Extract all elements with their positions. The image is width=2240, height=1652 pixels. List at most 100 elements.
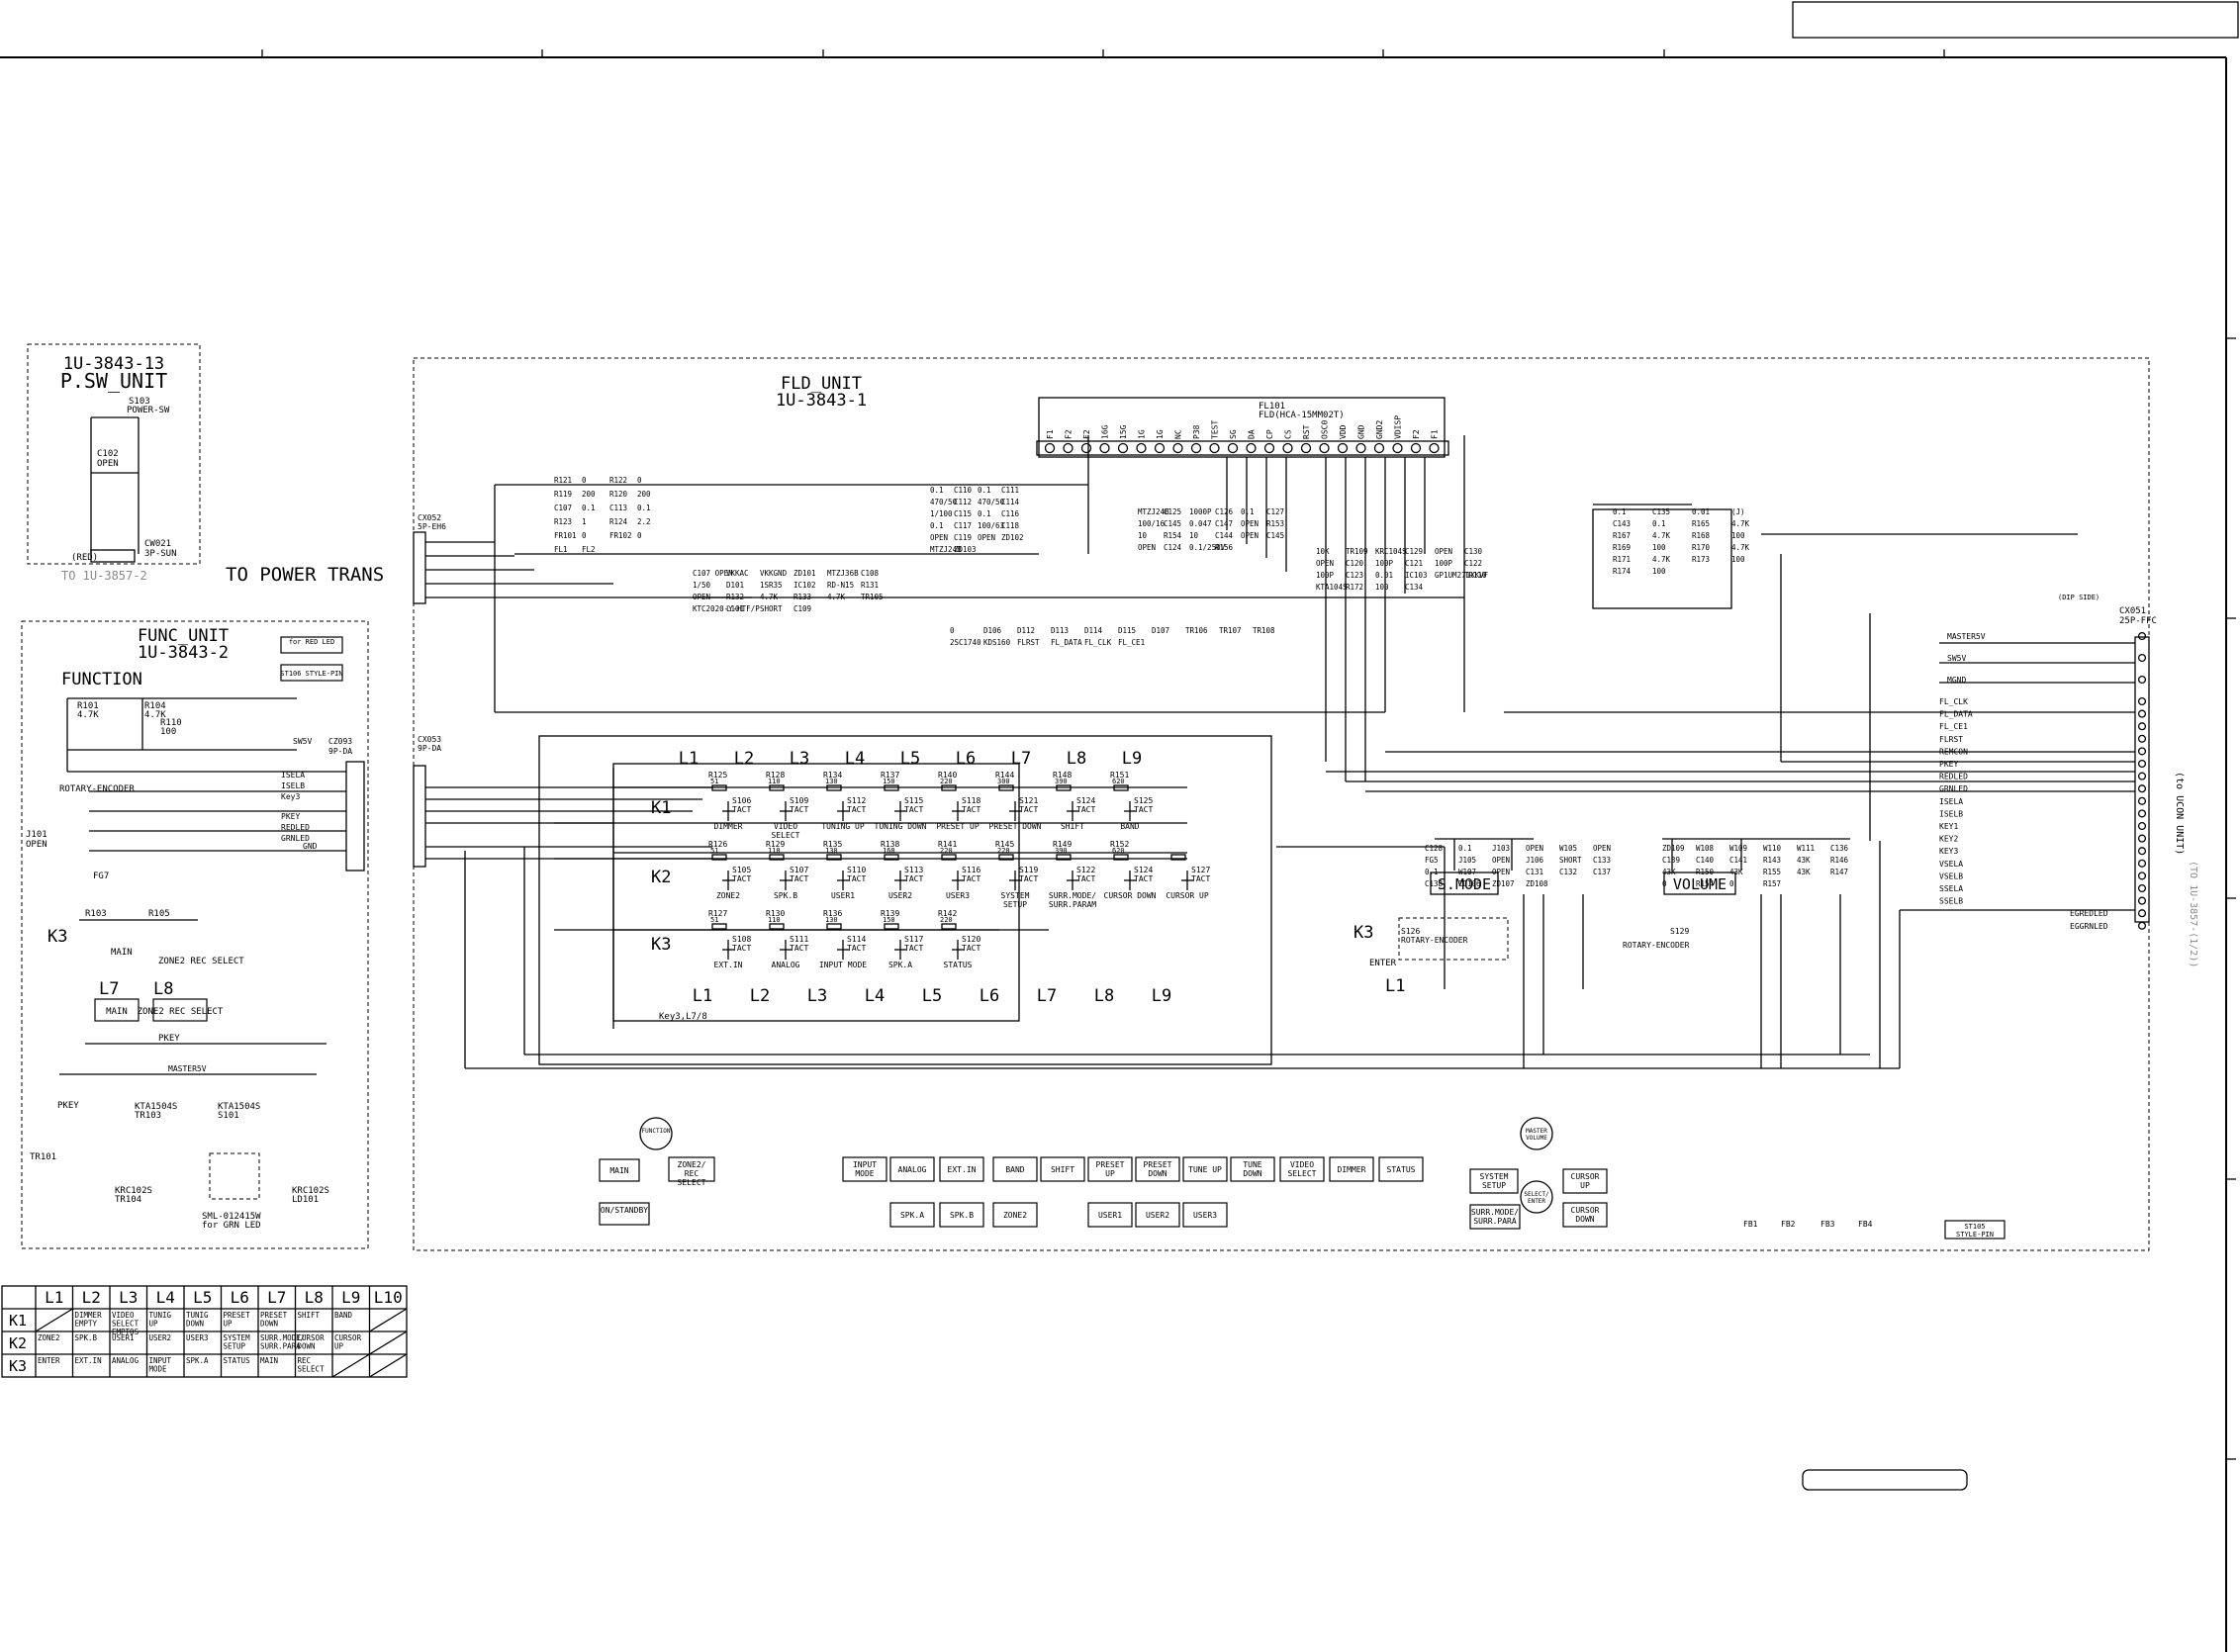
svg-text:for GRN LED: for GRN LED: [202, 1221, 261, 1231]
matrix-cell: STATUS: [224, 1356, 251, 1365]
switch-function: SPK.B: [774, 891, 797, 900]
fl-pin-label: TEST: [1211, 420, 1220, 439]
fl-pin-label: VDD: [1339, 424, 1348, 439]
panel-button: [1279, 1156, 1325, 1182]
part-label: R154: [1696, 879, 1715, 888]
resistor-label: R144: [995, 771, 1014, 780]
part-label: R131: [861, 581, 879, 590]
part-label: FR101: [554, 531, 577, 540]
part-label: FL1: [554, 545, 568, 554]
part-label: 4.7K: [1652, 555, 1671, 564]
svg-text:5P-EH6: 5P-EH6: [418, 522, 446, 531]
signal-label: SW5V: [1947, 654, 1966, 663]
signal-label: REMCON: [1939, 747, 1968, 756]
part-label: ZD107: [1492, 879, 1515, 888]
part-label: 1SR35: [760, 581, 783, 590]
wiring: [425, 435, 2135, 1069]
part-label: C126: [1215, 507, 1234, 516]
column-label-top: L1: [679, 749, 699, 769]
part-label: 4.7K: [1652, 531, 1671, 540]
signal-label: SSELB: [1939, 897, 1963, 906]
part-label: FL2: [582, 545, 596, 554]
resistor-value: 390: [1055, 847, 1068, 855]
part-label: 0: [637, 476, 642, 485]
resistor-value: 130: [825, 916, 838, 924]
column-label-bottom: L2: [750, 986, 770, 1006]
part-label: 1/100: [930, 509, 953, 518]
part-label: 0.1: [637, 504, 651, 512]
svg-text:ZONE2 REC SELECT: ZONE2 REC SELECT: [138, 1007, 224, 1017]
matrix-col-header: L10: [374, 1288, 403, 1307]
part-label: D113: [1051, 626, 1069, 635]
switch-type: TACT: [1076, 874, 1095, 883]
part-label: MTZJ24B: [930, 545, 962, 554]
panel-button: [842, 1156, 887, 1182]
part-label: RD-N15: [827, 581, 854, 590]
fl-pin-label: CP: [1265, 429, 1274, 439]
part-label: 1: [582, 517, 587, 526]
signal-label: EGREDLED: [2070, 909, 2108, 918]
switch-label: S107: [790, 866, 808, 874]
switch-type: TACT: [732, 944, 751, 953]
switch-type: TACT: [1191, 874, 1210, 883]
part-label: C139: [1662, 856, 1680, 865]
fl-pin-label: 16G: [1101, 424, 1110, 439]
svg-text:FL101: FL101: [1259, 402, 1285, 412]
svg-text:TO POWER TRANS: TO POWER TRANS: [226, 564, 384, 586]
part-label: C107 OPEN: [693, 569, 733, 578]
resistor-value: 220: [997, 847, 1010, 855]
part-label: 10: [1189, 531, 1199, 540]
part-label: 4.7K: [1731, 543, 1750, 552]
panel-button: [1230, 1156, 1275, 1182]
part-label: IC103: [1405, 571, 1428, 580]
part-label: 470/50: [978, 498, 1005, 506]
switch-type: TACT: [904, 944, 923, 953]
part-label: 0.047: [1189, 519, 1212, 528]
switch-label: S113: [904, 866, 923, 874]
part-label: C116: [1001, 509, 1020, 518]
part-label: C110: [954, 486, 973, 495]
part-label: R124: [609, 517, 628, 526]
part-label: MTZJ36B: [827, 569, 859, 578]
part-label: OPEN: [1593, 844, 1611, 853]
key-line-label: Key3,L7/8: [659, 1012, 707, 1022]
panel-button-label: USER2: [1146, 1211, 1169, 1220]
part-label: MTZJ24B: [1138, 507, 1169, 516]
column-label-bottom: L9: [1152, 986, 1171, 1006]
matrix-col-header: L2: [82, 1288, 101, 1307]
matrix-col-header: L6: [231, 1288, 249, 1307]
part-label: OPEN: [1241, 519, 1259, 528]
fb-label: FB1: [1743, 1220, 1758, 1229]
svg-text:3P-SUN: 3P-SUN: [144, 549, 177, 559]
switch-label: S110: [847, 866, 866, 874]
svg-text:K3: K3: [47, 927, 67, 947]
part-label: 0.1: [1613, 507, 1627, 516]
panel-button: [939, 1156, 984, 1182]
fl-pin-label: F2: [1412, 429, 1421, 439]
panel-button-label: BAND: [1005, 1165, 1024, 1174]
column-label-top: L3: [790, 749, 809, 769]
svg-text:R101: R101: [77, 701, 99, 711]
svg-text:SW5V: SW5V: [293, 737, 312, 746]
part-label: 100: [1652, 543, 1666, 552]
part-label: 0.01: [1692, 507, 1710, 516]
switch-function: BAND: [1120, 822, 1139, 831]
part-label: SHORT: [1559, 856, 1582, 865]
panel-button-label: MAIN: [609, 1166, 628, 1175]
svg-text:KTA1504S: KTA1504S: [218, 1102, 260, 1112]
part-label: OPEN: [1492, 856, 1510, 865]
part-label: C109: [793, 604, 811, 613]
part-label: 0.1: [582, 504, 596, 512]
switch-type: TACT: [962, 805, 980, 814]
part-label: C114: [1001, 498, 1020, 506]
part-label: R123: [554, 517, 572, 526]
signal-label: VSELA: [1939, 860, 1963, 869]
part-label: R168: [1692, 531, 1711, 540]
panel-button: [599, 1202, 650, 1226]
matrix-col-header: L3: [119, 1288, 138, 1307]
svg-text:R104: R104: [144, 701, 166, 711]
